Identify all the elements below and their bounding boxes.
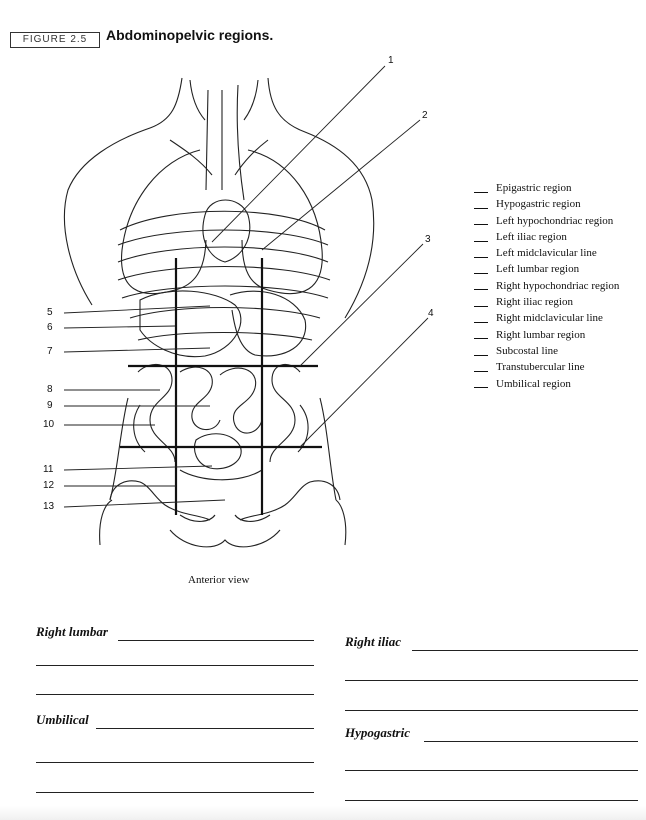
callout-number: 1	[388, 55, 394, 66]
worksheet-label: Right lumbar	[36, 624, 108, 639]
legend-item: Epigastric region	[474, 180, 619, 196]
callout-number: 12	[43, 480, 55, 491]
write-line[interactable]	[36, 792, 314, 793]
write-line[interactable]	[36, 694, 314, 695]
callout-number: 10	[43, 419, 55, 430]
callout-number: 9	[47, 400, 53, 411]
answer-blank[interactable]	[474, 363, 488, 372]
callout-number: 4	[428, 308, 434, 319]
write-line[interactable]	[345, 770, 638, 771]
figure-badge: FIGURE 2.5	[10, 32, 100, 48]
legend-item: Left midclavicular line	[474, 245, 619, 261]
callout-number: 13	[43, 501, 55, 512]
answer-blank[interactable]	[474, 314, 488, 324]
answer-blank[interactable]	[474, 330, 488, 340]
answer-blank[interactable]	[474, 298, 488, 307]
answer-blank[interactable]	[474, 249, 488, 258]
legend-item: Umbilical region	[474, 376, 619, 392]
write-line[interactable]	[36, 762, 314, 763]
callout-number: 3	[425, 234, 431, 245]
legend-item: Left lumbar region	[474, 261, 619, 277]
answer-blank[interactable]	[474, 347, 488, 356]
answer-blank[interactable]	[474, 281, 488, 291]
page-bottom-edge	[0, 806, 646, 820]
legend-item: Right hypochondriac region	[474, 278, 619, 294]
answer-blank[interactable]	[474, 200, 488, 209]
write-line[interactable]	[412, 650, 638, 651]
answer-blank[interactable]	[474, 233, 488, 242]
write-line[interactable]	[118, 640, 314, 641]
write-line[interactable]	[424, 741, 638, 742]
figure-title: Abdominopelvic regions.	[106, 27, 274, 43]
worksheet-label: Umbilical	[36, 712, 89, 727]
callout-number: 8	[47, 384, 53, 395]
answer-blank[interactable]	[474, 379, 488, 389]
legend-item: Subcostal line	[474, 343, 619, 359]
legend-item: Hypogastric region	[474, 196, 619, 212]
callout-number: 6	[47, 322, 53, 333]
worksheet-label: Right iliac	[345, 634, 401, 649]
figure-caption: Anterior view	[188, 574, 250, 586]
callout-number: 2	[422, 110, 428, 121]
answer-blank[interactable]	[474, 216, 488, 226]
legend-item: Left hypochondriac region	[474, 213, 619, 229]
write-line[interactable]	[345, 800, 638, 801]
write-line[interactable]	[345, 710, 638, 711]
legend-item: Right lumbar region	[474, 327, 619, 343]
callout-number: 7	[47, 346, 53, 357]
legend-item: Right iliac region	[474, 294, 619, 310]
callout-number: 5	[47, 307, 53, 318]
answer-blank[interactable]	[474, 184, 488, 193]
write-line[interactable]	[36, 665, 314, 666]
callout-number: 11	[43, 464, 54, 475]
worksheet-label: Hypogastric	[345, 725, 410, 740]
legend-item: Right midclavicular line	[474, 310, 619, 326]
legend-item: Left iliac region	[474, 229, 619, 245]
region-legend: Epigastric region Hypogastric region Lef…	[474, 180, 619, 392]
write-line[interactable]	[96, 728, 314, 729]
answer-blank[interactable]	[474, 265, 488, 275]
write-line[interactable]	[345, 680, 638, 681]
torso-illustration	[63, 65, 429, 548]
legend-item: Transtubercular line	[474, 359, 619, 375]
